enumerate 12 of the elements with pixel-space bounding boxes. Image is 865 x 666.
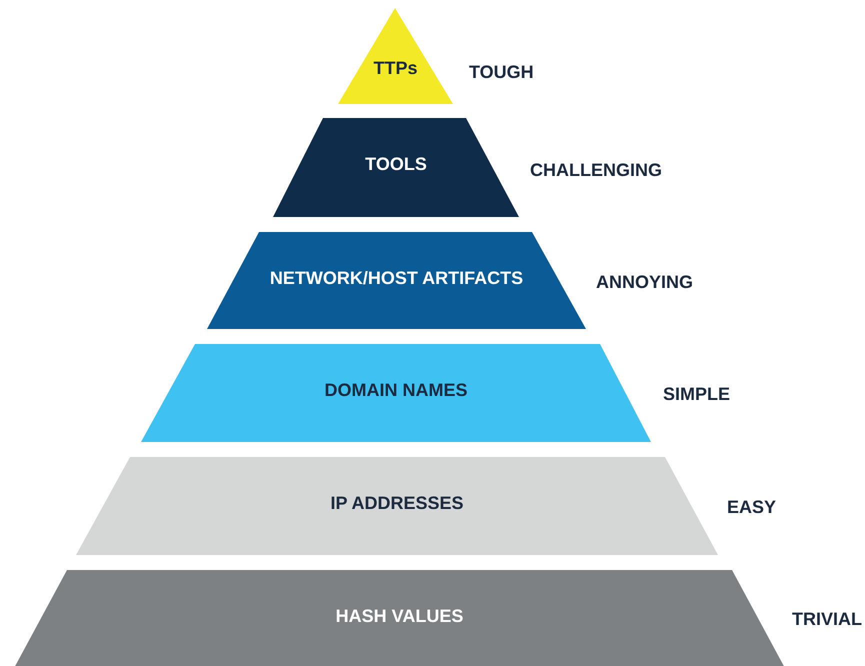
difficulty-label: CHALLENGING — [530, 160, 662, 181]
difficulty-label: EASY — [727, 497, 776, 518]
tier-label: IP ADDRESSES — [330, 493, 464, 514]
difficulty-label: ANNOYING — [596, 272, 694, 293]
tier-label: TTPs — [374, 58, 418, 79]
difficulty-label: TOUGH — [469, 62, 534, 83]
difficulty-label: TRIVIAL — [792, 609, 862, 630]
tier-label: DOMAIN NAMES — [324, 380, 468, 401]
difficulty-label: SIMPLE — [663, 384, 730, 405]
tier-label: HASH VALUES — [336, 606, 464, 627]
tier-label: TOOLS — [365, 154, 427, 175]
tier-label: NETWORK/HOST ARTIFACTS — [270, 268, 524, 289]
